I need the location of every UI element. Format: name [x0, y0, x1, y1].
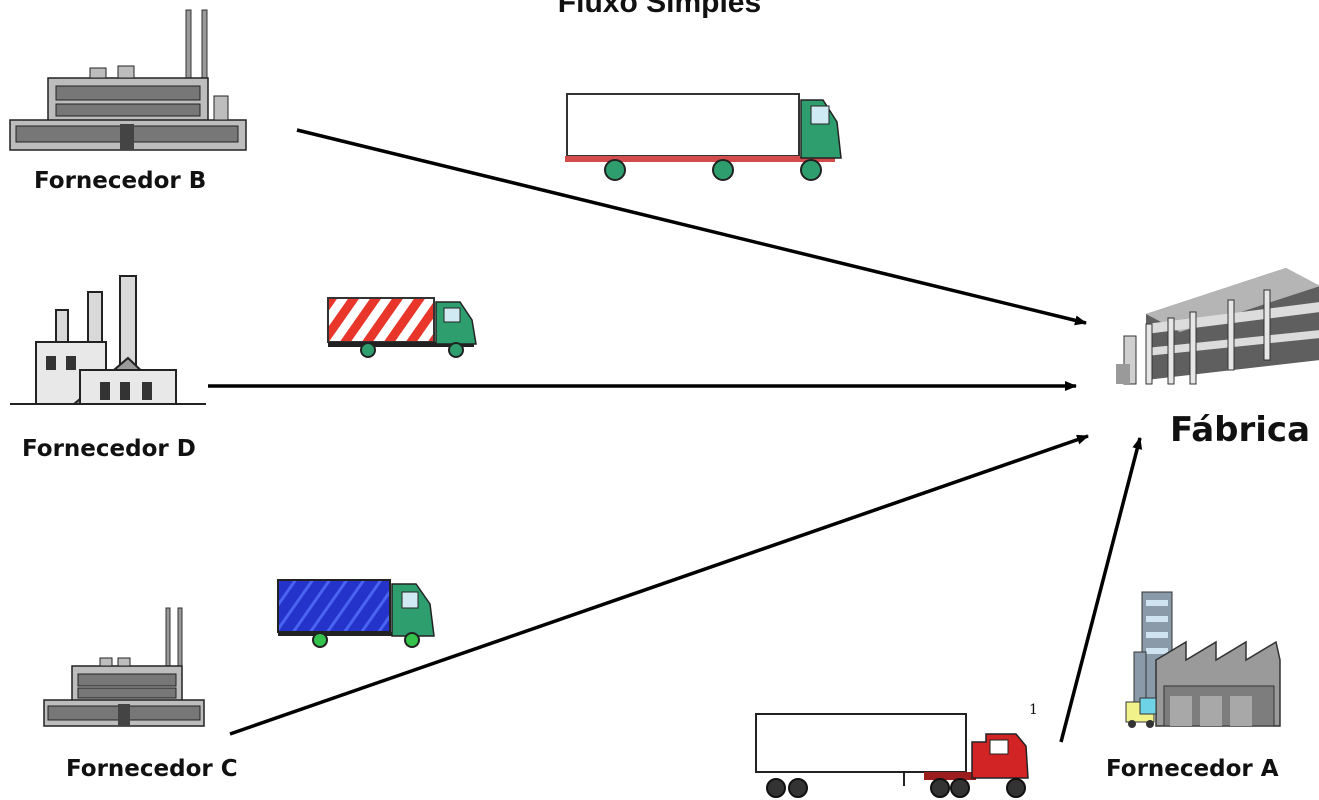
- diagram-title: Fluxo Simples: [557, 0, 762, 19]
- footnote-marker: 1: [1029, 702, 1038, 718]
- node-label-fabrica: Fábrica: [1170, 410, 1311, 450]
- node-label-fornecedor-a: Fornecedor A: [1106, 756, 1279, 782]
- blue-curtain-truck-icon: [277, 579, 435, 648]
- node-label-fornecedor-c: Fornecedor C: [66, 756, 238, 782]
- industrial-building-icon: [1125, 591, 1281, 728]
- modern-factory-icon: [1116, 268, 1319, 385]
- old-factory-icon: [10, 275, 206, 405]
- striped-red-truck-icon: [327, 297, 477, 358]
- node-label-fornecedor-b: Fornecedor B: [34, 168, 207, 194]
- factory-icon: [9, 9, 247, 151]
- edge-fornecedor-c-to-fabrica: [229, 434, 1089, 736]
- semi-trailer-truck-icon: [755, 713, 1029, 798]
- edge-fornecedor-b-to-fabrica: [296, 128, 1087, 326]
- white-box-truck-icon: [565, 93, 842, 181]
- node-label-fornecedor-d: Fornecedor D: [22, 436, 196, 462]
- factory-icon: [43, 607, 205, 727]
- edge-fornecedor-a-to-fabrica: [1059, 437, 1143, 743]
